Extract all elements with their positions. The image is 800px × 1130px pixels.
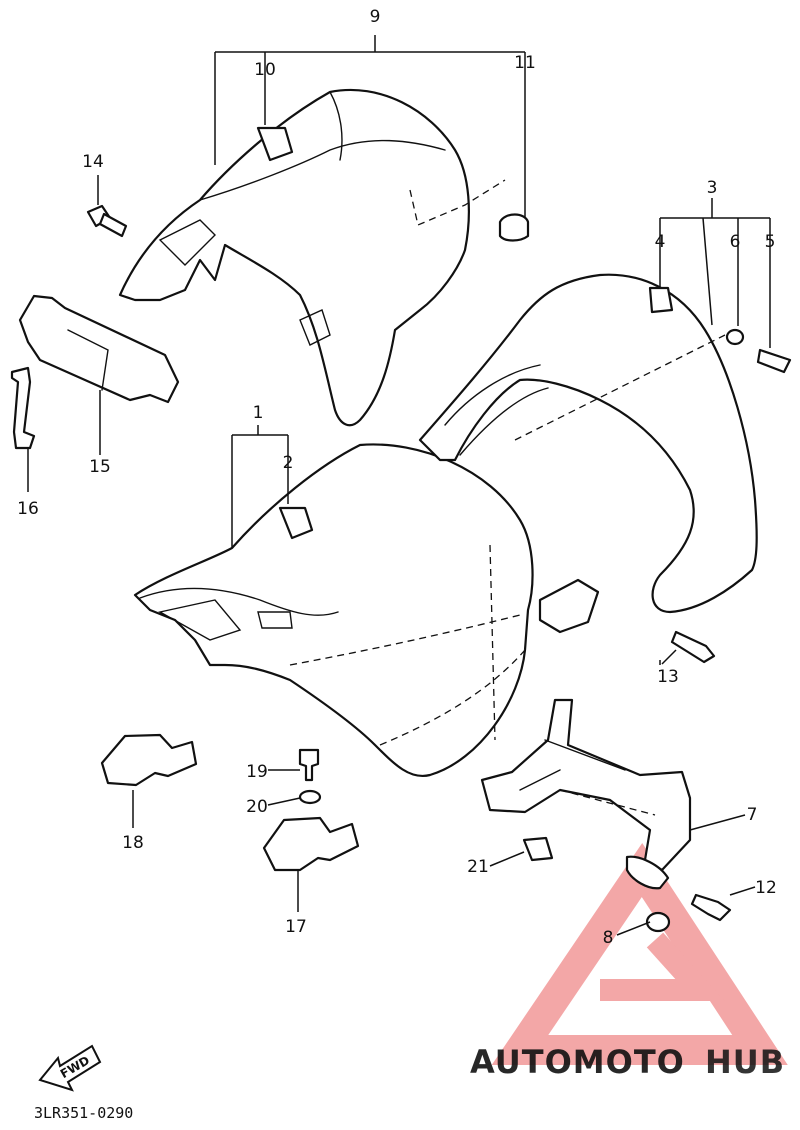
callout-4: 4 [655,232,666,252]
washer-20 [298,789,322,805]
callout-1: 1 [253,403,264,423]
callout-6: 6 [730,232,741,252]
bolt-12 [690,893,732,922]
bolt-13 [670,630,716,664]
hook-18 [100,733,198,787]
callout-13: 13 [657,667,679,687]
rear-seat-cowl-part [118,88,530,427]
callout-21: 21 [467,857,489,877]
bolt-5 [756,348,792,374]
band-16 [10,366,36,450]
washer-6 [725,328,745,346]
callout-19: 19 [246,762,268,782]
callout-7: 7 [747,805,758,825]
seat-hook-2 [278,506,314,540]
bolt-19 [298,748,320,782]
hook-17 [262,816,360,872]
callout-18: 18 [122,833,144,853]
forward-direction-arrow: FWD [38,1044,102,1092]
clip-21 [522,836,554,862]
logo-inner-mark [600,932,725,1001]
logo-triangle [491,842,788,1065]
watermark-text-automoto: AUTOMOTO [470,1043,685,1081]
callout-2: 2 [283,453,294,473]
bracket-15 [18,294,180,404]
callout-17: 17 [285,917,307,937]
callout-12: 12 [755,878,777,898]
callout-14: 14 [82,152,104,172]
single-seat-part [133,443,534,778]
seat-cowl-part [418,273,758,634]
callout-11: 11 [514,53,536,73]
damper-11 [498,213,530,242]
seat-hook-4 [648,286,674,314]
watermark-text-hub: HUB [705,1043,785,1081]
callout-20: 20 [246,797,268,817]
nut-8 [645,911,671,933]
seat-hook-10 [256,126,294,162]
callout-9: 9 [370,7,381,27]
callout-5: 5 [765,232,776,252]
bolt-14 [86,204,128,238]
callout-16: 16 [17,499,39,519]
leader-lines [27,35,771,936]
callout-15: 15 [89,457,111,477]
seat-bracket-part [480,698,692,890]
callout-labels: 9 10 11 14 3 4 6 5 1 2 15 16 13 19 20 7 … [17,7,777,948]
callout-3: 3 [707,178,718,198]
callout-8: 8 [603,928,614,948]
callout-10: 10 [254,60,276,80]
drawing-code: 3LR351-0290 [34,1104,133,1122]
automotohub-logo [491,842,788,1065]
